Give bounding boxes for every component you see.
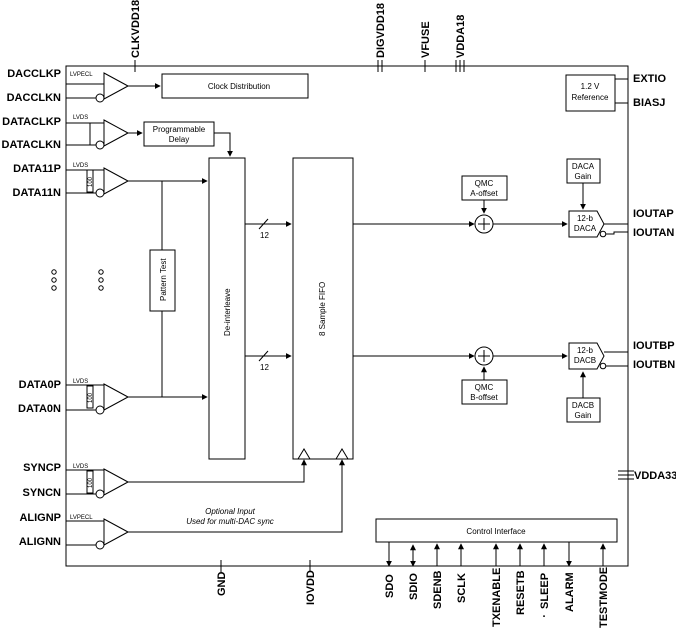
fifo-label: 8 Sample FIFO bbox=[318, 282, 327, 336]
reference-label-2: Reference bbox=[572, 93, 609, 102]
daca-label-1: 12-b bbox=[577, 214, 594, 223]
dacb-label-2: DACB bbox=[574, 356, 596, 365]
pin-extio: EXTIO bbox=[633, 73, 666, 85]
dacb-gain-label-1: DACB bbox=[572, 401, 594, 410]
daca-gain-label-1: DACA bbox=[572, 162, 595, 171]
qmc-a-offset-block: QMC A-offset bbox=[461, 175, 568, 234]
termination-sync: 100 bbox=[88, 477, 94, 488]
receiver-sync-label: LVDS bbox=[73, 464, 88, 470]
pin-ioutap: IOUTAP bbox=[633, 208, 674, 220]
dacb-label-1: 12-b bbox=[577, 346, 594, 355]
pin-data11n: DATA11N bbox=[13, 187, 62, 199]
pin-syncn: SYNCN bbox=[22, 487, 61, 499]
daca-gain-label-2: Gain bbox=[575, 172, 592, 181]
pin-dacclkn: DACCLKN bbox=[7, 92, 61, 104]
receiver-data0-label: LVDS bbox=[73, 379, 88, 385]
pin-dacclkp: DACCLKP bbox=[7, 68, 61, 80]
pin-ioutan: IOUTAN bbox=[633, 227, 674, 239]
qmc-a-label-1: QMC bbox=[475, 179, 494, 188]
receiver-dataclk-label: LVDS bbox=[73, 115, 88, 121]
pin-data11p: DATA11P bbox=[13, 163, 61, 175]
fifo-block: 8 Sample FIFO bbox=[292, 157, 354, 460]
pattern-test-label: Pattern Test bbox=[159, 258, 168, 301]
deinterleave-label: De-interleave bbox=[223, 288, 232, 336]
programmable-delay-label-1: Programmable bbox=[153, 125, 206, 134]
pin-alignp: ALIGNP bbox=[19, 512, 61, 524]
bottom-pins: GND IOVDD SDO SDIO SDENB SCLK TXENABLE R… bbox=[216, 560, 610, 628]
right-pins: EXTIO BIASJ IOUTAP IOUTAN IOUTBP IOUTBN … bbox=[618, 73, 676, 482]
bus-lines: 12 12 bbox=[245, 218, 292, 372]
receiver-dataclk: LVDS bbox=[66, 115, 143, 150]
pin-data0n: DATA0N bbox=[18, 403, 61, 415]
dacb-gain-label-2: Gain bbox=[575, 411, 592, 420]
programmable-delay-block: Programmable Delay bbox=[143, 121, 233, 157]
pin-dataclkp: DATACLKP bbox=[2, 116, 61, 128]
dacb-block: 12-b DACB DACB Gain bbox=[566, 342, 628, 423]
receiver-align: LVPECL bbox=[66, 459, 345, 550]
pin-dataclkn: DATACLKN bbox=[2, 139, 62, 151]
left-pins: DACCLKP DACCLKN DATACLKP DATACLKN DATA11… bbox=[2, 68, 62, 548]
termination-data11: 100 bbox=[88, 176, 94, 187]
pin-sdio: SDIO bbox=[408, 573, 420, 600]
pin-iovdd: IOVDD bbox=[305, 570, 317, 605]
pin-vdda18: VDDA18 bbox=[455, 15, 467, 58]
daca-block: DACA Gain 12-b DACA bbox=[566, 158, 628, 238]
clock-distribution-block: Clock Distribution bbox=[161, 73, 309, 99]
control-pin-lines bbox=[386, 542, 606, 567]
pattern-test-block: Pattern Test bbox=[149, 181, 176, 397]
pin-ioutbn: IOUTBN bbox=[633, 359, 675, 371]
clock-distribution-label: Clock Distribution bbox=[208, 82, 270, 91]
receiver-data11-label: LVDS bbox=[73, 163, 88, 169]
pin-sleep: SLEEP bbox=[539, 573, 551, 609]
control-interface-block: Control Interface bbox=[375, 518, 618, 543]
chip-outline bbox=[65, 65, 629, 567]
termination-data0: 100 bbox=[88, 392, 94, 403]
qmc-b-offset-block: QMC B-offset bbox=[461, 346, 568, 405]
receiver-data0: LVDS 100 bbox=[66, 379, 208, 415]
reference-block: 1.2 V Reference bbox=[565, 74, 628, 112]
bus-width-top: 12 bbox=[260, 231, 269, 240]
deinterleave-block: De-interleave bbox=[208, 157, 246, 460]
reference-label-1: 1.2 V bbox=[581, 82, 600, 91]
pin-resetb: RESETB bbox=[515, 570, 527, 615]
ellipsis-dot: . bbox=[542, 608, 545, 620]
pin-sdenb: SDENB bbox=[432, 570, 444, 609]
receiver-sync: LVDS 100 bbox=[66, 459, 307, 499]
qmc-b-label-2: B-offset bbox=[470, 393, 498, 402]
pin-data0p: DATA0P bbox=[19, 379, 61, 391]
receiver-dacclk: LVPECL bbox=[66, 72, 161, 103]
left-ellipsis bbox=[51, 269, 104, 291]
receiver-data11: LVDS 100 bbox=[66, 163, 208, 198]
qmc-b-label-1: QMC bbox=[475, 383, 494, 392]
pin-gnd: GND bbox=[216, 572, 228, 597]
pin-testmode: TESTMODE bbox=[598, 567, 610, 628]
optional-input-note: Optional Input bbox=[205, 507, 256, 516]
pin-syncp: SYNCP bbox=[23, 462, 61, 474]
top-pins: CLKVDD18 DIGVDD18 VFUSE VDDA18 bbox=[130, 0, 467, 72]
pin-sdo: SDO bbox=[384, 574, 396, 598]
pin-sclk: SCLK bbox=[456, 573, 468, 603]
pin-txenable: TXENABLE bbox=[491, 568, 503, 627]
qmc-a-label-2: A-offset bbox=[470, 189, 498, 198]
bus-width-bottom: 12 bbox=[260, 363, 269, 372]
daca-label-2: DACA bbox=[574, 224, 597, 233]
pin-vfuse: VFUSE bbox=[420, 21, 432, 58]
pin-digvdd18: DIGVDD18 bbox=[375, 3, 387, 58]
pin-biasj: BIASJ bbox=[633, 97, 665, 109]
pin-ioutbp: IOUTBP bbox=[633, 340, 675, 352]
control-interface-label: Control Interface bbox=[466, 527, 526, 536]
pin-alignn: ALIGNN bbox=[19, 536, 61, 548]
receiver-align-label: LVPECL bbox=[70, 515, 93, 521]
receiver-dacclk-label: LVPECL bbox=[70, 72, 93, 78]
pin-vdda33: VDDA33 bbox=[634, 470, 676, 482]
programmable-delay-label-2: Delay bbox=[169, 135, 189, 144]
pin-alarm: ALARM bbox=[564, 572, 576, 612]
multi-dac-sync-note: Used for multi-DAC sync bbox=[186, 517, 274, 526]
pin-clkvdd18: CLKVDD18 bbox=[130, 0, 142, 58]
